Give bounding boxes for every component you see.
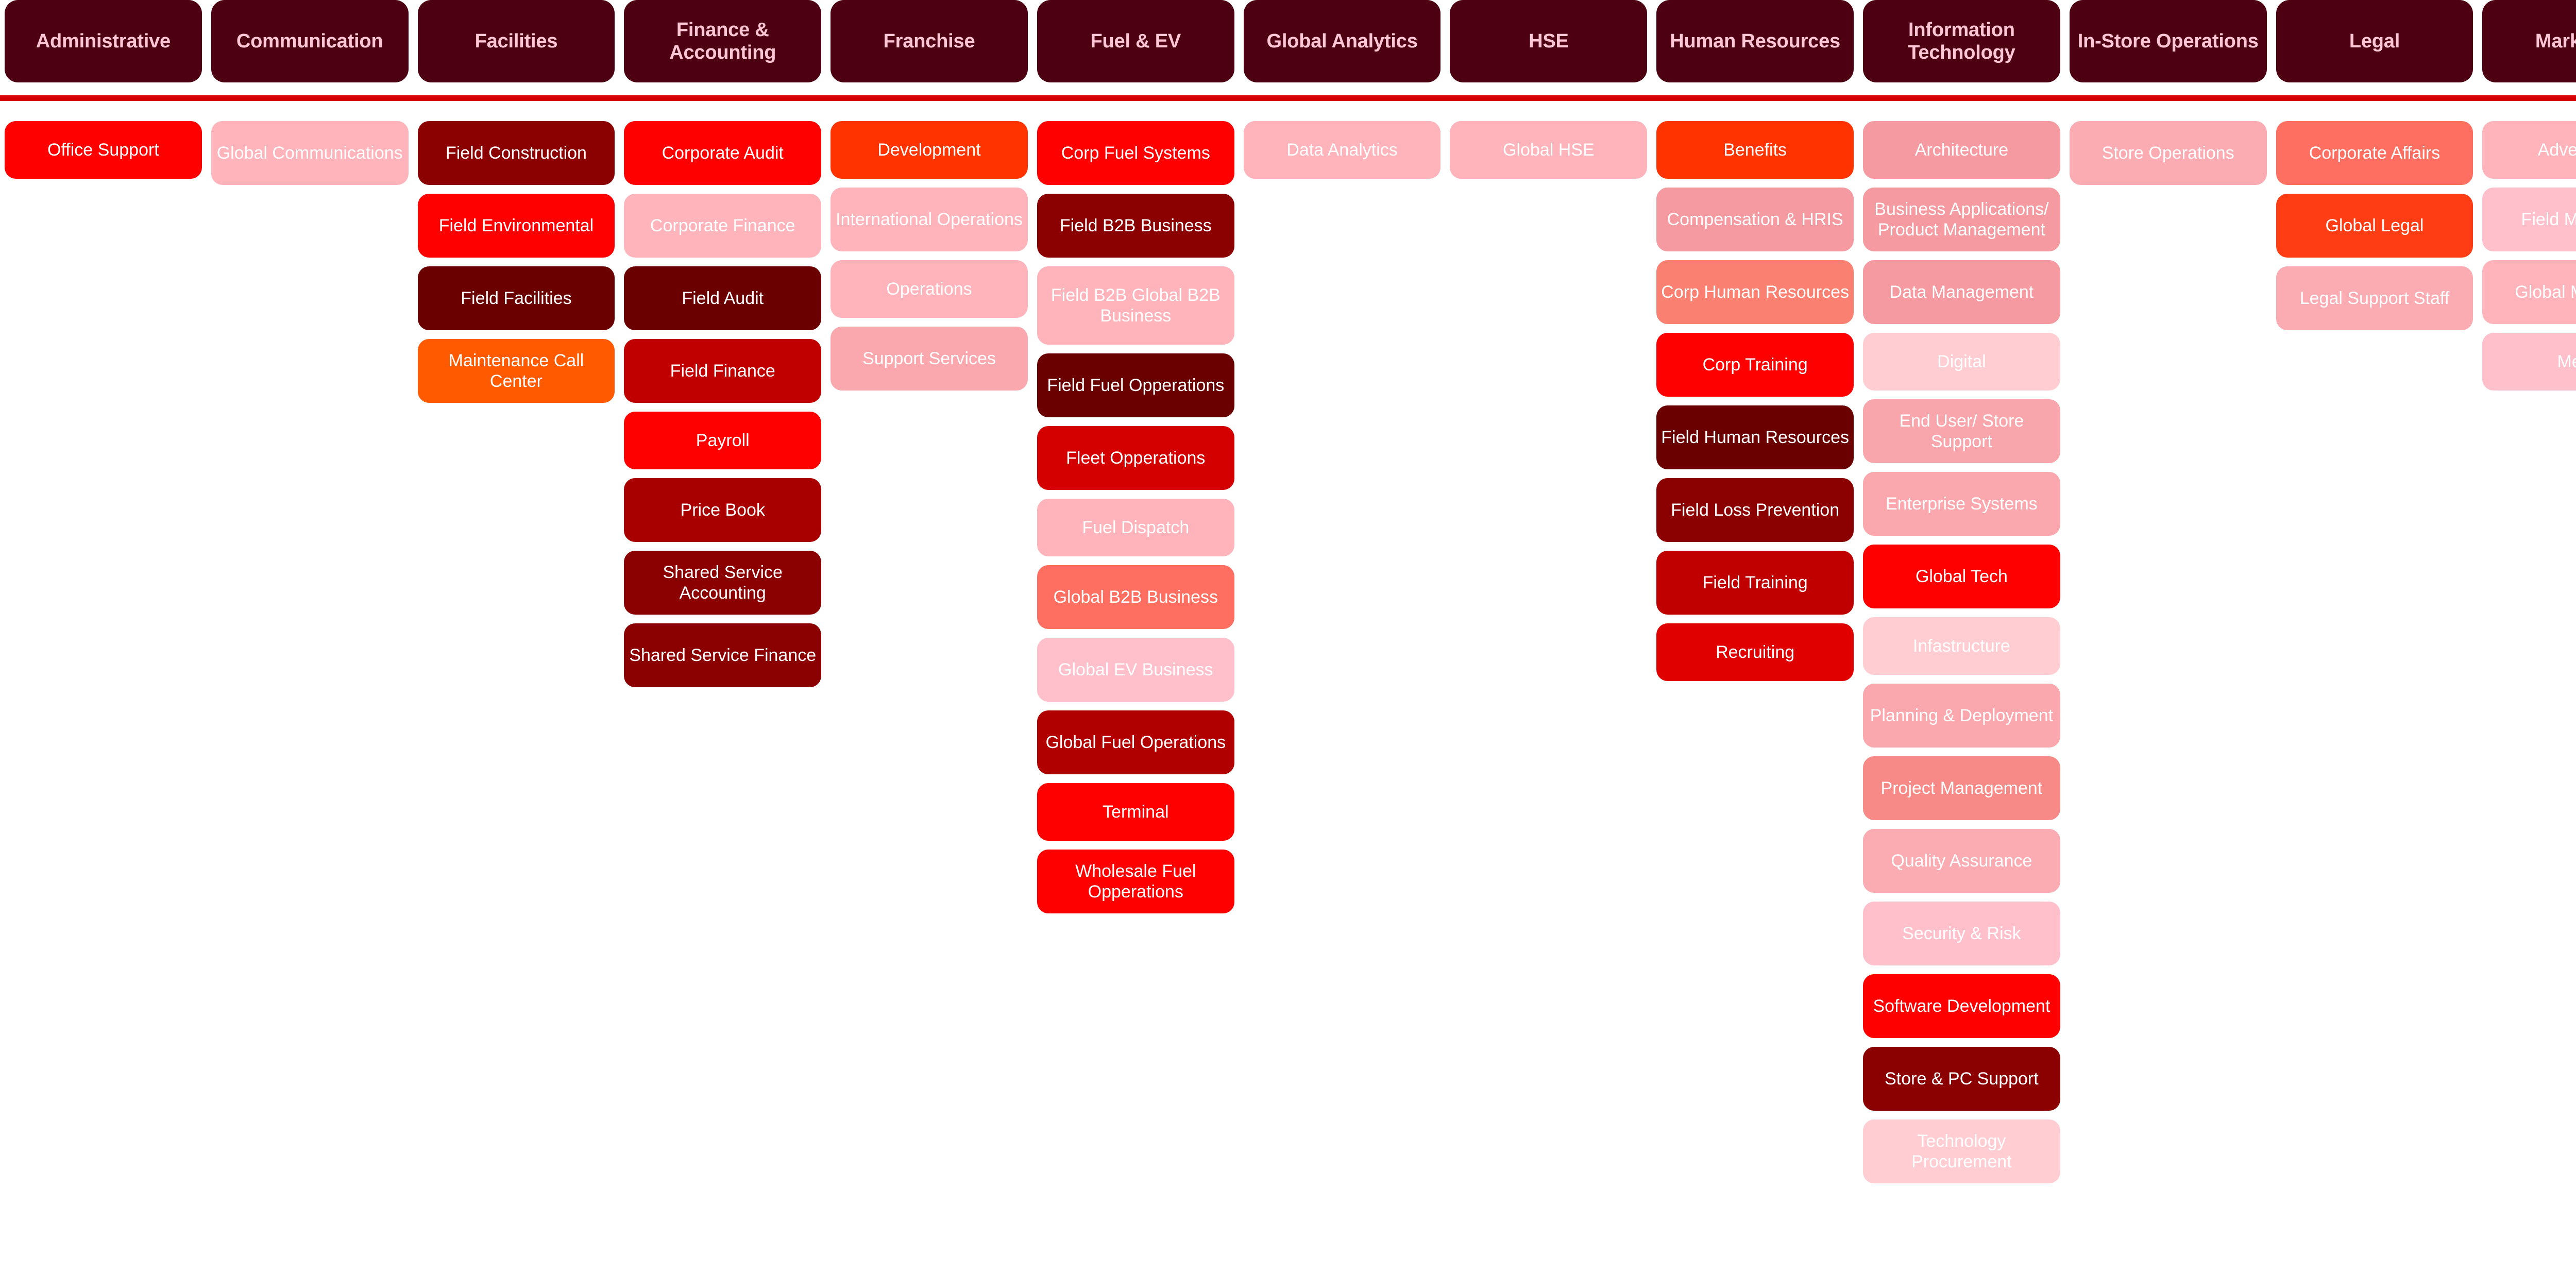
dept-header-fuel-ev[interactable]: Fuel & EV [1037,0,1234,82]
dept-card-enterprise-systems[interactable]: Enterprise Systems [1863,472,2060,536]
dept-header-finance-accounting[interactable]: Finance & Accounting [624,0,822,82]
dept-card-global-b2b-business[interactable]: Global B2B Business [1037,565,1234,629]
dept-card-corp-fuel-systems[interactable]: Corp Fuel Systems [1037,121,1234,185]
dept-header-marketing[interactable]: Marketing [2482,0,2576,82]
dept-card-planning-deployment[interactable]: Planning & Deployment [1863,684,2060,748]
dept-card-global-legal[interactable]: Global Legal [2276,194,2473,258]
dept-card-field-training[interactable]: Field Training [1656,551,1854,615]
dept-card-field-finance[interactable]: Field Finance [624,339,822,403]
dept-card-office-support[interactable]: Office Support [5,121,202,179]
dept-card-global-marketing[interactable]: Global Marketing [2482,260,2576,324]
dept-card-security-risk[interactable]: Security & Risk [1863,902,2060,965]
dept-card-business-applications-product-management[interactable]: Business Applications/ Product Managemen… [1863,188,2060,251]
dept-card-compensation-hris[interactable]: Compensation & HRIS [1656,188,1854,251]
dept-card-technology-procurement[interactable]: Technology Procurement [1863,1119,2060,1183]
dept-column-hse: Global HSE [1445,121,1652,188]
dept-header-franchise[interactable]: Franchise [831,0,1028,82]
dept-card-field-audit[interactable]: Field Audit [624,266,822,330]
dept-card-global-tech[interactable]: Global Tech [1863,545,2060,608]
dept-card-store-operations[interactable]: Store Operations [2069,121,2267,185]
dept-card-payroll[interactable]: Payroll [624,412,822,469]
dept-header-human-resources[interactable]: Human Resources [1656,0,1854,82]
dept-card-corp-training[interactable]: Corp Training [1656,333,1854,397]
dept-header-administrative[interactable]: Administrative [5,0,202,82]
dept-card-field-environmental[interactable]: Field Environmental [417,194,615,258]
header-divider-rule [0,95,2576,101]
dept-header-in-store-operations[interactable]: In-Store Operations [2069,0,2267,82]
dept-card-maintenance-call-center[interactable]: Maintenance Call Center [417,339,615,403]
dept-header-global-analytics[interactable]: Global Analytics [1243,0,1441,82]
dept-card-field-human-resources[interactable]: Field Human Resources [1656,405,1854,469]
dept-card-development[interactable]: Development [831,121,1028,179]
dept-header-information-technology[interactable]: Information Technology [1863,0,2060,82]
dept-card-shared-service-accounting[interactable]: Shared Service Accounting [624,551,822,615]
dept-card-field-b2b-global-b2b-business[interactable]: Field B2B Global B2B Business [1037,266,1234,345]
dept-column-marketing: AdvertisingField MarketingGlobal Marketi… [2478,121,2576,399]
dept-header-facilities[interactable]: Facilities [417,0,615,82]
dept-card-terminal[interactable]: Terminal [1037,783,1234,841]
dept-card-support-services[interactable]: Support Services [831,327,1028,391]
dept-card-advertising[interactable]: Advertising [2482,121,2576,179]
dept-card-field-fuel-opperations[interactable]: Field Fuel Opperations [1037,353,1234,417]
dept-card-software-development[interactable]: Software Development [1863,974,2060,1038]
dept-card-infastructure[interactable]: Infastructure [1863,617,2060,675]
dept-header-hse[interactable]: HSE [1450,0,1648,82]
dept-card-global-hse[interactable]: Global HSE [1450,121,1648,179]
dept-card-legal-support-staff[interactable]: Legal Support Staff [2276,266,2473,330]
dept-card-price-book[interactable]: Price Book [624,478,822,542]
dept-column-communication: Global Communications [207,121,413,194]
dept-column-administrative: Office Support [0,121,207,188]
dept-card-shared-service-finance[interactable]: Shared Service Finance [624,623,822,687]
dept-card-end-user-store-support[interactable]: End User/ Store Support [1863,399,2060,463]
dept-card-fleet-opperations[interactable]: Fleet Opperations [1037,426,1234,490]
dept-card-digital[interactable]: Digital [1863,333,2060,391]
dept-column-global-analytics: Data Analytics [1239,121,1446,188]
dept-card-global-fuel-operations[interactable]: Global Fuel Operations [1037,710,1234,774]
dept-card-store-pc-support[interactable]: Store & PC Support [1863,1047,2060,1111]
dept-card-wholesale-fuel-opperations[interactable]: Wholesale Fuel Opperations [1037,850,1234,913]
dept-card-field-b2b-business[interactable]: Field B2B Business [1037,194,1234,258]
dept-header-communication[interactable]: Communication [211,0,409,82]
dept-card-quality-assurance[interactable]: Quality Assurance [1863,829,2060,893]
dept-card-field-loss-prevention[interactable]: Field Loss Prevention [1656,478,1854,542]
dept-card-media[interactable]: Media [2482,333,2576,391]
dept-card-field-marketing[interactable]: Field Marketing [2482,188,2576,251]
dept-card-corporate-affairs[interactable]: Corporate Affairs [2276,121,2473,185]
dept-card-field-facilities[interactable]: Field Facilities [417,266,615,330]
dept-card-architecture[interactable]: Architecture [1863,121,2060,179]
dept-card-operations[interactable]: Operations [831,260,1028,318]
dept-card-recruiting[interactable]: Recruiting [1656,623,1854,681]
dept-card-data-analytics[interactable]: Data Analytics [1243,121,1441,179]
dept-header-legal[interactable]: Legal [2276,0,2473,82]
dept-card-global-ev-business[interactable]: Global EV Business [1037,638,1234,702]
dept-card-field-construction[interactable]: Field Construction [417,121,615,185]
dept-card-international-operations[interactable]: International Operations [831,188,1028,251]
dept-card-fuel-dispatch[interactable]: Fuel Dispatch [1037,499,1234,556]
dept-card-global-communications[interactable]: Global Communications [211,121,409,185]
dept-card-data-management[interactable]: Data Management [1863,260,2060,324]
dept-column-in-store-operations: Store Operations [2065,121,2272,194]
dept-card-project-management[interactable]: Project Management [1863,756,2060,820]
dept-card-benefits[interactable]: Benefits [1656,121,1854,179]
dept-card-corporate-finance[interactable]: Corporate Finance [624,194,822,258]
dept-card-corporate-audit[interactable]: Corporate Audit [624,121,822,185]
dept-card-corp-human-resources[interactable]: Corp Human Resources [1656,260,1854,324]
